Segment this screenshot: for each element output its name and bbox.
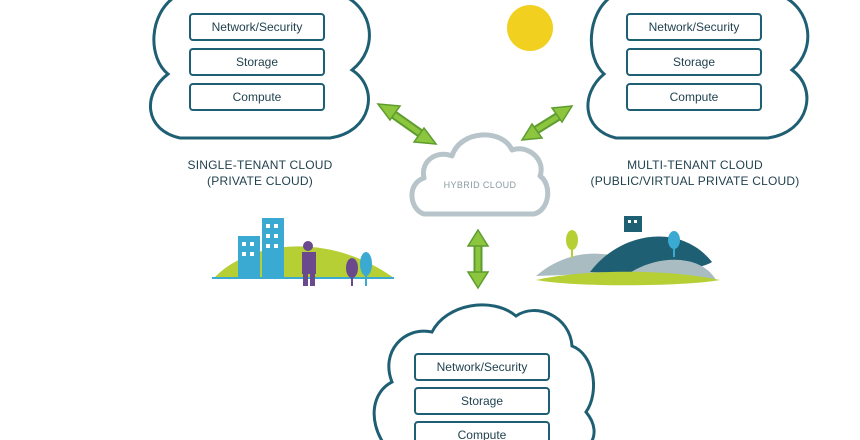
public-storage-layer: Storage xyxy=(626,48,762,76)
bottom-storage-layer: Storage xyxy=(414,387,550,415)
public-cloud-caption-line2: (PUBLIC/VIRTUAL PRIVATE CLOUD) xyxy=(590,174,800,188)
public-compute-layer: Compute xyxy=(626,83,762,111)
public-cloud-caption-line1: MULTI-TENANT CLOUD xyxy=(627,158,763,172)
double-arrow-icon xyxy=(376,103,438,145)
private-cloud-caption-line1: SINGLE-TENANT CLOUD xyxy=(187,158,333,172)
sun-icon xyxy=(507,5,553,51)
bottom-compute-layer: Compute xyxy=(414,421,550,440)
hybrid-cloud-label: HYBRID CLOUD xyxy=(443,180,517,190)
private-compute-layer: Compute xyxy=(189,83,325,111)
city-illustration xyxy=(212,218,394,286)
double-arrow-icon xyxy=(520,105,574,141)
private-storage-layer: Storage xyxy=(189,48,325,76)
double-arrow-icon xyxy=(466,228,490,290)
bottom-network-security-layer: Network/Security xyxy=(414,353,550,381)
hills-illustration xyxy=(536,216,720,286)
private-cloud-caption-line2: (PRIVATE CLOUD) xyxy=(207,174,313,188)
private-cloud-caption: SINGLE-TENANT CLOUD (PRIVATE CLOUD) xyxy=(170,157,350,189)
public-cloud-caption: MULTI-TENANT CLOUD (PUBLIC/VIRTUAL PRIVA… xyxy=(580,157,810,189)
public-network-security-layer: Network/Security xyxy=(626,13,762,41)
private-network-security-layer: Network/Security xyxy=(189,13,325,41)
hybrid-cloud-outline xyxy=(409,132,551,217)
